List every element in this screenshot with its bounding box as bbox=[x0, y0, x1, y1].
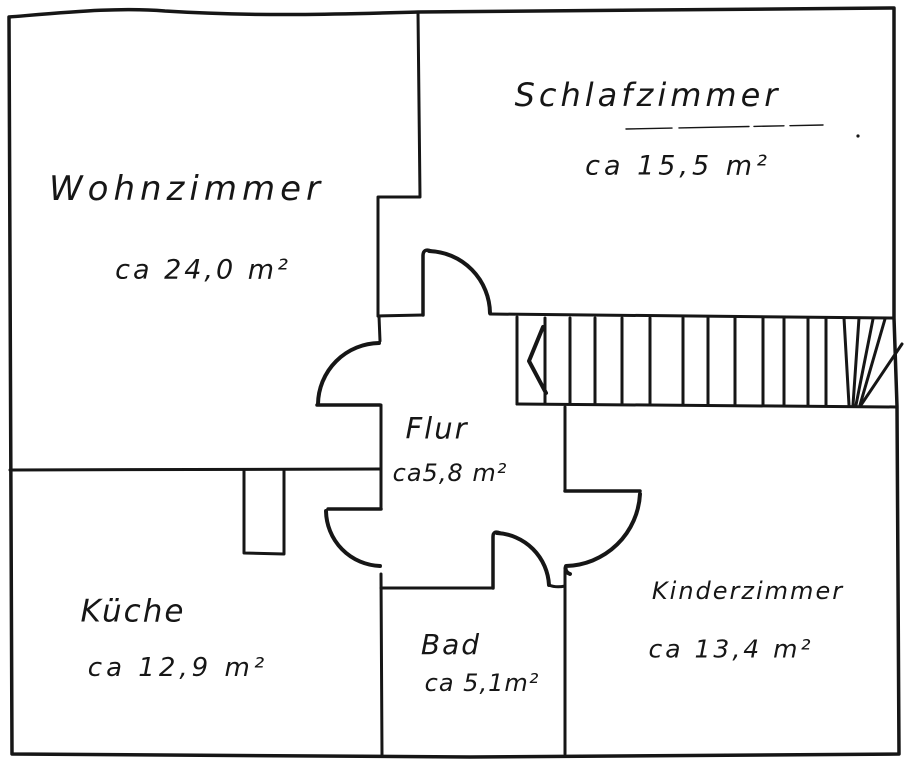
staircase bbox=[515, 315, 904, 409]
outer-walls bbox=[7, 6, 901, 759]
door-schlafzimmer bbox=[421, 248, 492, 317]
wall-flur-top bbox=[376, 313, 425, 318]
door-kinderzimmer bbox=[563, 489, 642, 576]
door-bad bbox=[491, 530, 551, 590]
room-label-flur: Flur bbox=[405, 411, 469, 446]
schlafzimmer-underline bbox=[625, 124, 824, 130]
door-swing-arc bbox=[427, 249, 492, 315]
room-label-kueche: Küche bbox=[80, 593, 186, 630]
door-swing-arc bbox=[324, 509, 382, 568]
door-leaf bbox=[491, 530, 502, 590]
room-area-schlafzimmer: ca 15,5 m² bbox=[585, 150, 771, 182]
room-area-wohnzimmer: ca 24,0 m² bbox=[115, 254, 291, 286]
chimney-stub bbox=[242, 468, 286, 556]
door-swing-arc bbox=[495, 531, 551, 587]
wall-schlafzimmer-bottom bbox=[488, 312, 896, 320]
ink-speck bbox=[856, 134, 860, 138]
stair-winder-treads bbox=[842, 316, 887, 407]
wall-wohnzimmer-schlafzimmer bbox=[376, 10, 422, 318]
room-label-schlafzimmer: Schlafzimmer bbox=[514, 76, 782, 114]
wall-flur-west bbox=[377, 314, 384, 757]
wall-bad-top bbox=[379, 583, 567, 590]
door-swing-arc bbox=[316, 341, 381, 406]
stair-diagonal-line bbox=[859, 342, 904, 407]
door-kueche bbox=[324, 507, 383, 568]
stair-treads bbox=[543, 316, 828, 407]
door-leaf bbox=[421, 248, 433, 317]
room-label-bad: Bad bbox=[420, 628, 482, 661]
doors bbox=[315, 248, 642, 590]
room-area-kueche: ca 12,9 m² bbox=[87, 653, 269, 683]
room-area-bad: ca 5,1m² bbox=[424, 669, 540, 697]
room-label-wohnzimmer: Wohnzimmer bbox=[49, 169, 325, 209]
room-area-kinderzimmer: ca 13,4 m² bbox=[648, 634, 814, 664]
room-label-kinderzimmer: Kinderzimmer bbox=[651, 577, 845, 605]
wall-kueche-top bbox=[8, 467, 383, 472]
door-wohnzimmer bbox=[315, 341, 382, 407]
door-swing-arc bbox=[563, 492, 642, 576]
stair-direction-chevron bbox=[527, 325, 548, 395]
room-area-flur: ca5,8 m² bbox=[392, 459, 508, 487]
